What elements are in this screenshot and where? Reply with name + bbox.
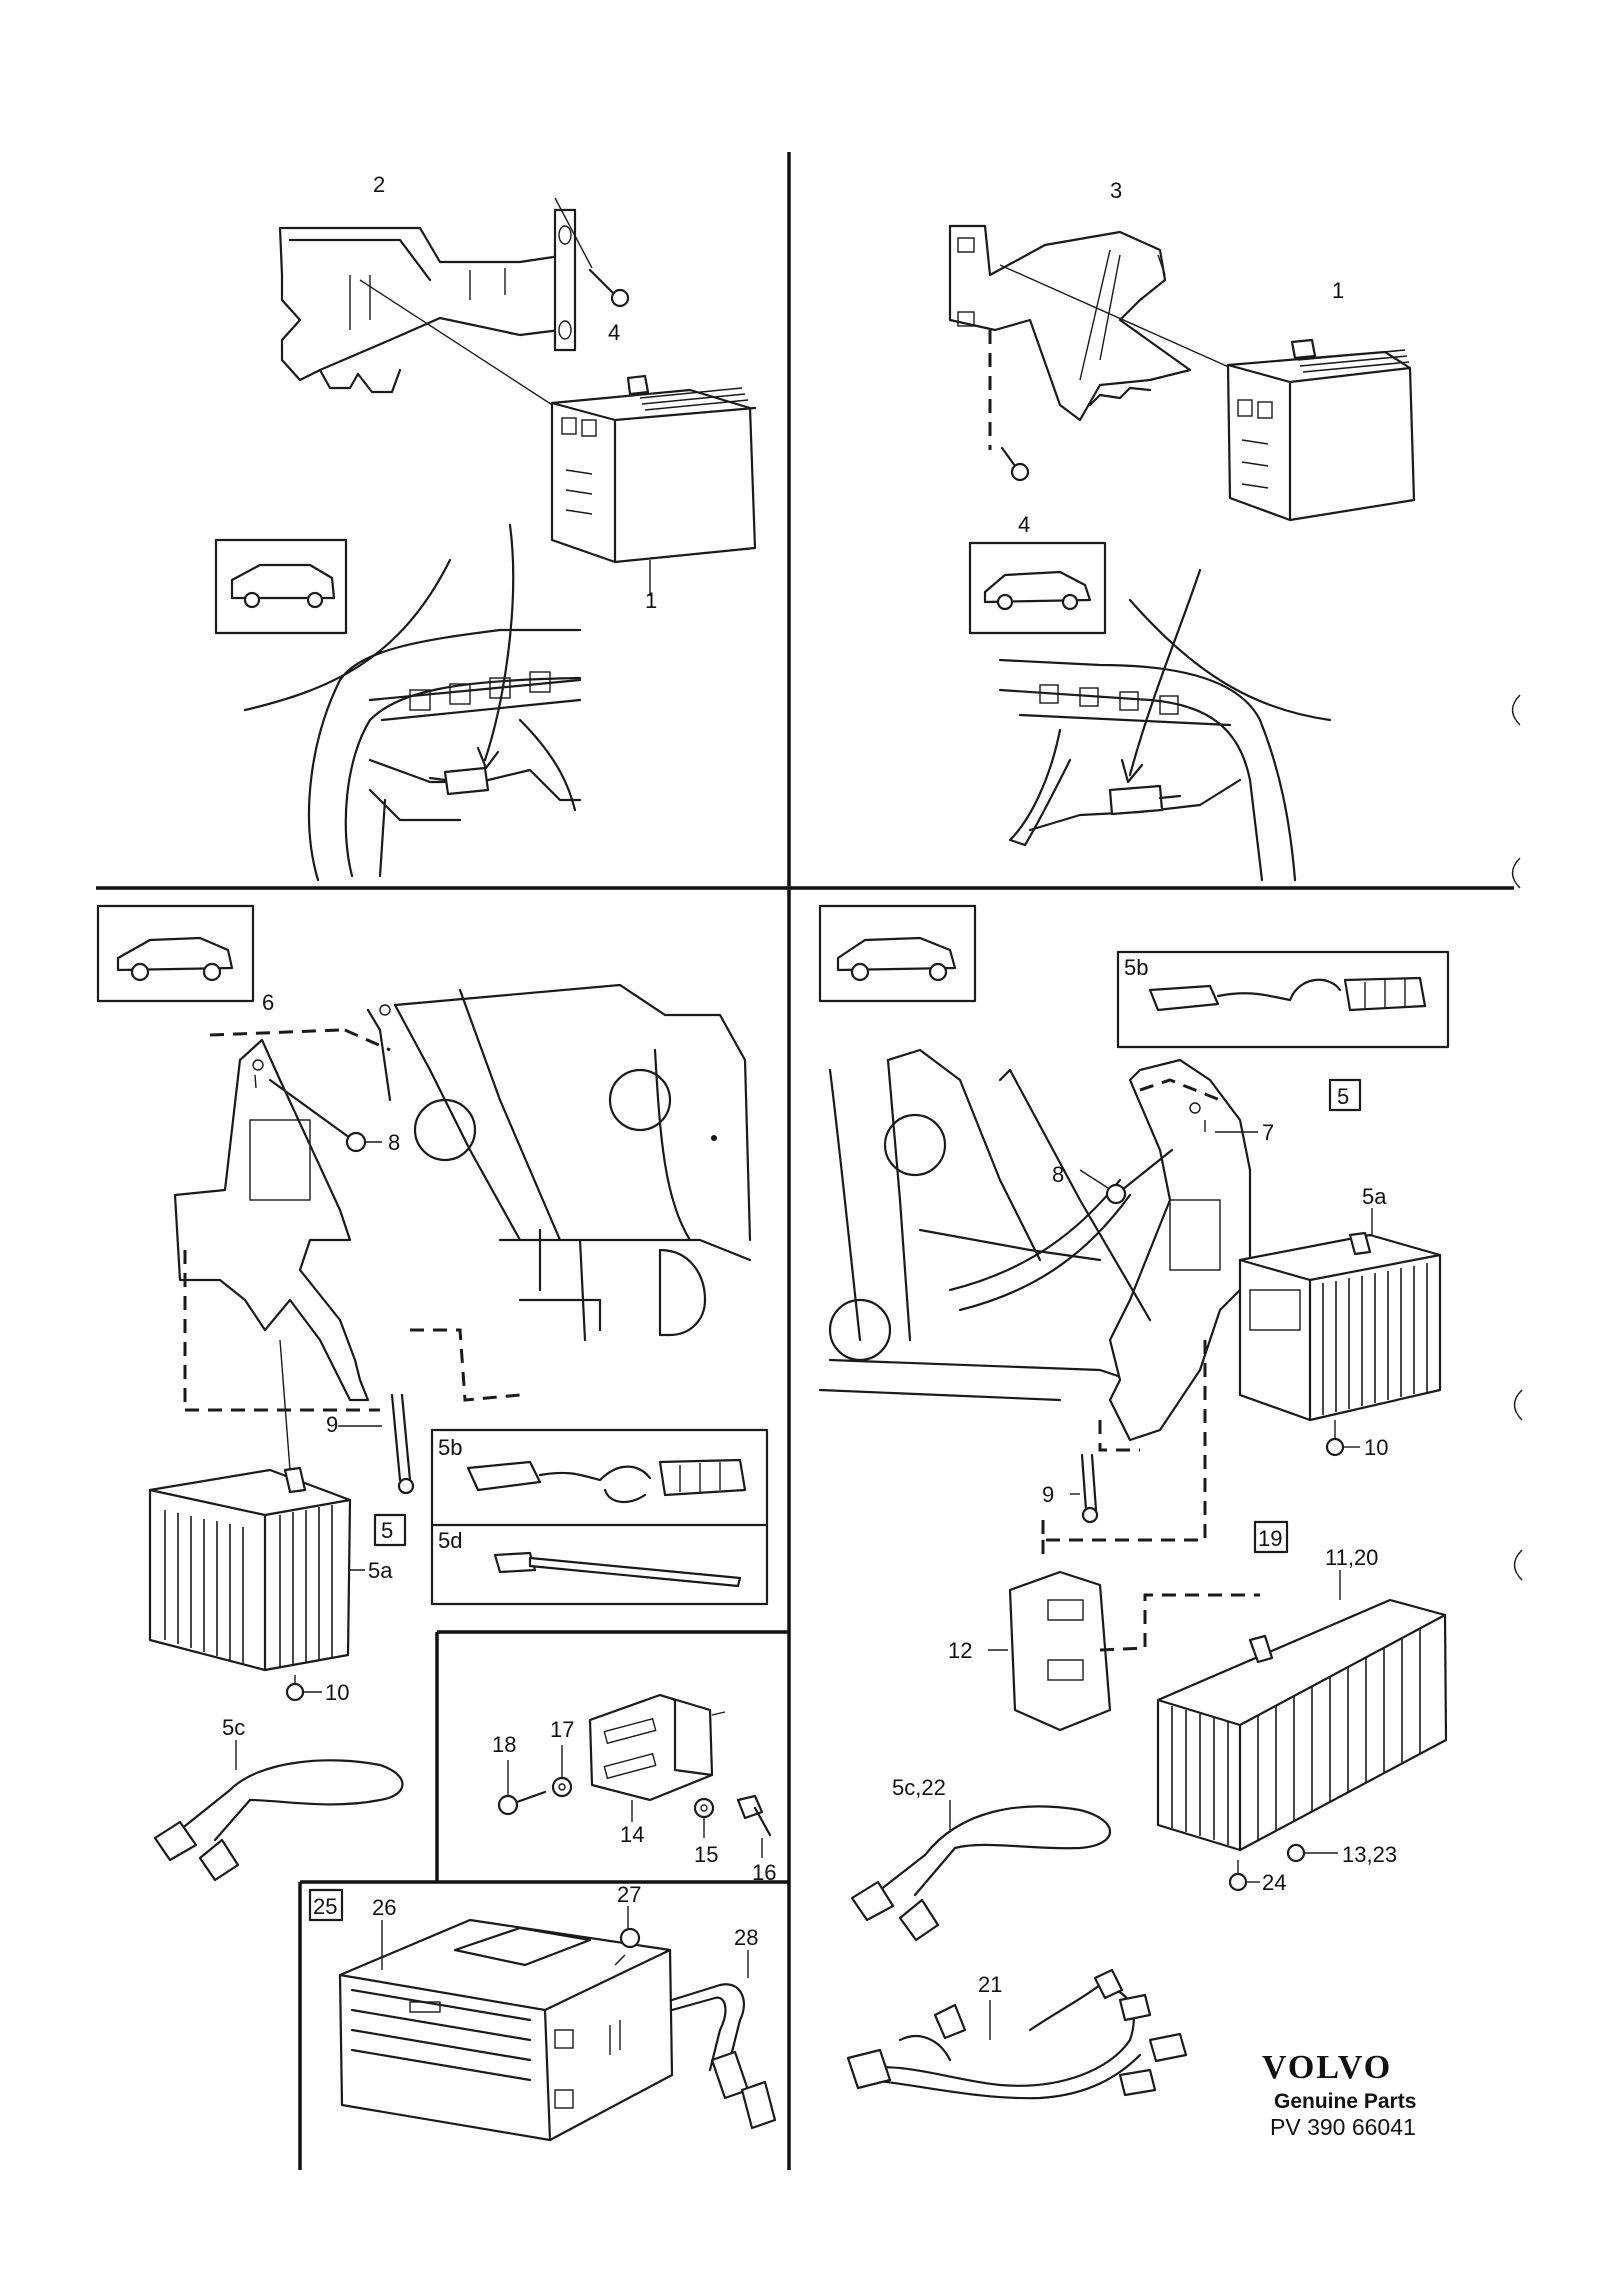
label-5b-right: 5b — [1124, 955, 1148, 980]
bracket-3 — [948, 224, 1192, 422]
label-8-right: 8 — [1052, 1162, 1064, 1187]
unit-11-20 — [1156, 1570, 1448, 1852]
label-9: 9 — [326, 1412, 338, 1437]
unit-5a-right — [1238, 1208, 1442, 1422]
car-icon-mr — [818, 904, 977, 1003]
label-26: 26 — [372, 1895, 396, 1920]
label-15: 15 — [694, 1842, 718, 1867]
part-number: PV 390 66041 — [1270, 2114, 1416, 2140]
label-10-right: 10 — [1364, 1435, 1388, 1460]
panel-dividers — [96, 152, 1514, 2170]
label-box-5-right: 5 — [1337, 1084, 1349, 1109]
label-5b: 5b — [438, 1435, 462, 1460]
label-box-19: 19 — [1258, 1526, 1282, 1551]
label-5a-right: 5a — [1362, 1184, 1387, 1209]
panel-middle-right — [818, 904, 1450, 2100]
screw-9-right — [1070, 1453, 1099, 1524]
label-24: 24 — [1262, 1870, 1286, 1895]
brand-block: VOLVO Genuine Parts PV 390 66041 — [1262, 2049, 1416, 2140]
label-box-25: 25 — [313, 1894, 337, 1919]
panel-unit-26 — [308, 1888, 777, 2142]
nut-10-right — [1325, 1420, 1360, 1457]
nut-16 — [736, 1794, 772, 1858]
car-icon — [214, 538, 348, 635]
screws-13-23 — [1286, 1843, 1338, 1863]
label-14: 14 — [620, 1822, 644, 1847]
cable-5c — [153, 1740, 404, 1882]
panel-top-left — [214, 197, 757, 882]
label-1: 1 — [645, 588, 657, 613]
screw-4 — [554, 197, 630, 308]
bracket-14 — [588, 1693, 726, 1822]
box-5-right — [1328, 1078, 1362, 1112]
label-8: 8 — [388, 1130, 400, 1155]
screw-27 — [614, 1906, 641, 1966]
cable-5c-22 — [850, 1800, 1111, 1942]
bracket-2 — [278, 208, 577, 394]
label-7: 7 — [1262, 1120, 1274, 1145]
screw-9 — [390, 1393, 415, 1495]
screw-18 — [497, 1760, 547, 1816]
label-5a: 5a — [368, 1558, 393, 1583]
unit-26 — [338, 1918, 674, 2142]
label-4: 4 — [608, 320, 620, 345]
label-9-right: 9 — [1042, 1482, 1054, 1507]
unit-1 — [550, 374, 757, 564]
washer-15 — [693, 1797, 715, 1838]
panel-top-right — [948, 224, 1416, 882]
label-17: 17 — [550, 1717, 574, 1742]
bracket-6 — [173, 1004, 392, 1402]
bolt-8 — [268, 1078, 382, 1153]
label-13-23: 13,23 — [1342, 1842, 1397, 1867]
bolt-8-right — [1079, 1148, 1174, 1205]
body-structure — [393, 983, 752, 1342]
bracket-7 — [998, 1058, 1258, 1442]
car-icon-ml — [96, 904, 255, 1003]
nut-10 — [285, 1675, 322, 1702]
label-3: 3 — [1110, 178, 1122, 203]
screw-4-right — [1000, 446, 1030, 482]
box-25 — [308, 1888, 344, 1922]
label-2: 2 — [373, 172, 385, 197]
panel-bracket-detail — [497, 1693, 772, 1858]
scan-edge-marks — [1511, 694, 1523, 1581]
part-labels: 2 4 1 3 1 4 6 8 9 5a 10 5 5b 5d 5c 5b 5 … — [222, 172, 1397, 1997]
panel-middle-left — [96, 904, 769, 1882]
brand-subtitle: Genuine Parts — [1274, 2090, 1416, 2113]
connector-box-5b-right — [1116, 950, 1450, 1049]
body-structure-right — [818, 1048, 1162, 1402]
trunk-shell — [243, 523, 582, 882]
label-16: 16 — [752, 1860, 776, 1885]
unit-1-right — [1226, 338, 1416, 522]
trunk-shell-right — [998, 568, 1332, 882]
car-icon-right — [968, 541, 1107, 635]
box-5 — [373, 1513, 407, 1547]
connector-box-5b-5d — [430, 1428, 769, 1606]
label-28: 28 — [734, 1925, 758, 1950]
washer-17 — [551, 1745, 573, 1798]
label-4-right: 4 — [1018, 512, 1030, 537]
holder-12 — [988, 1570, 1260, 1732]
unit-5a — [148, 1466, 365, 1672]
nut-24 — [1228, 1860, 1260, 1892]
label-21: 21 — [978, 1972, 1002, 1997]
label-box-5: 5 — [381, 1518, 393, 1543]
label-6: 6 — [262, 990, 274, 1015]
harness-21 — [846, 1968, 1188, 2100]
label-18: 18 — [492, 1732, 516, 1757]
box-19 — [1253, 1520, 1289, 1554]
label-12: 12 — [948, 1638, 972, 1663]
label-27: 27 — [617, 1882, 641, 1907]
cable-28 — [670, 1950, 777, 2130]
label-5c-22: 5c,22 — [892, 1775, 946, 1800]
label-5d: 5d — [438, 1528, 462, 1553]
label-10: 10 — [325, 1680, 349, 1705]
label-11-20: 11,20 — [1325, 1545, 1378, 1570]
volvo-logo: VOLVO — [1262, 2049, 1392, 2086]
label-1-right: 1 — [1332, 278, 1344, 303]
label-5c: 5c — [222, 1715, 245, 1740]
